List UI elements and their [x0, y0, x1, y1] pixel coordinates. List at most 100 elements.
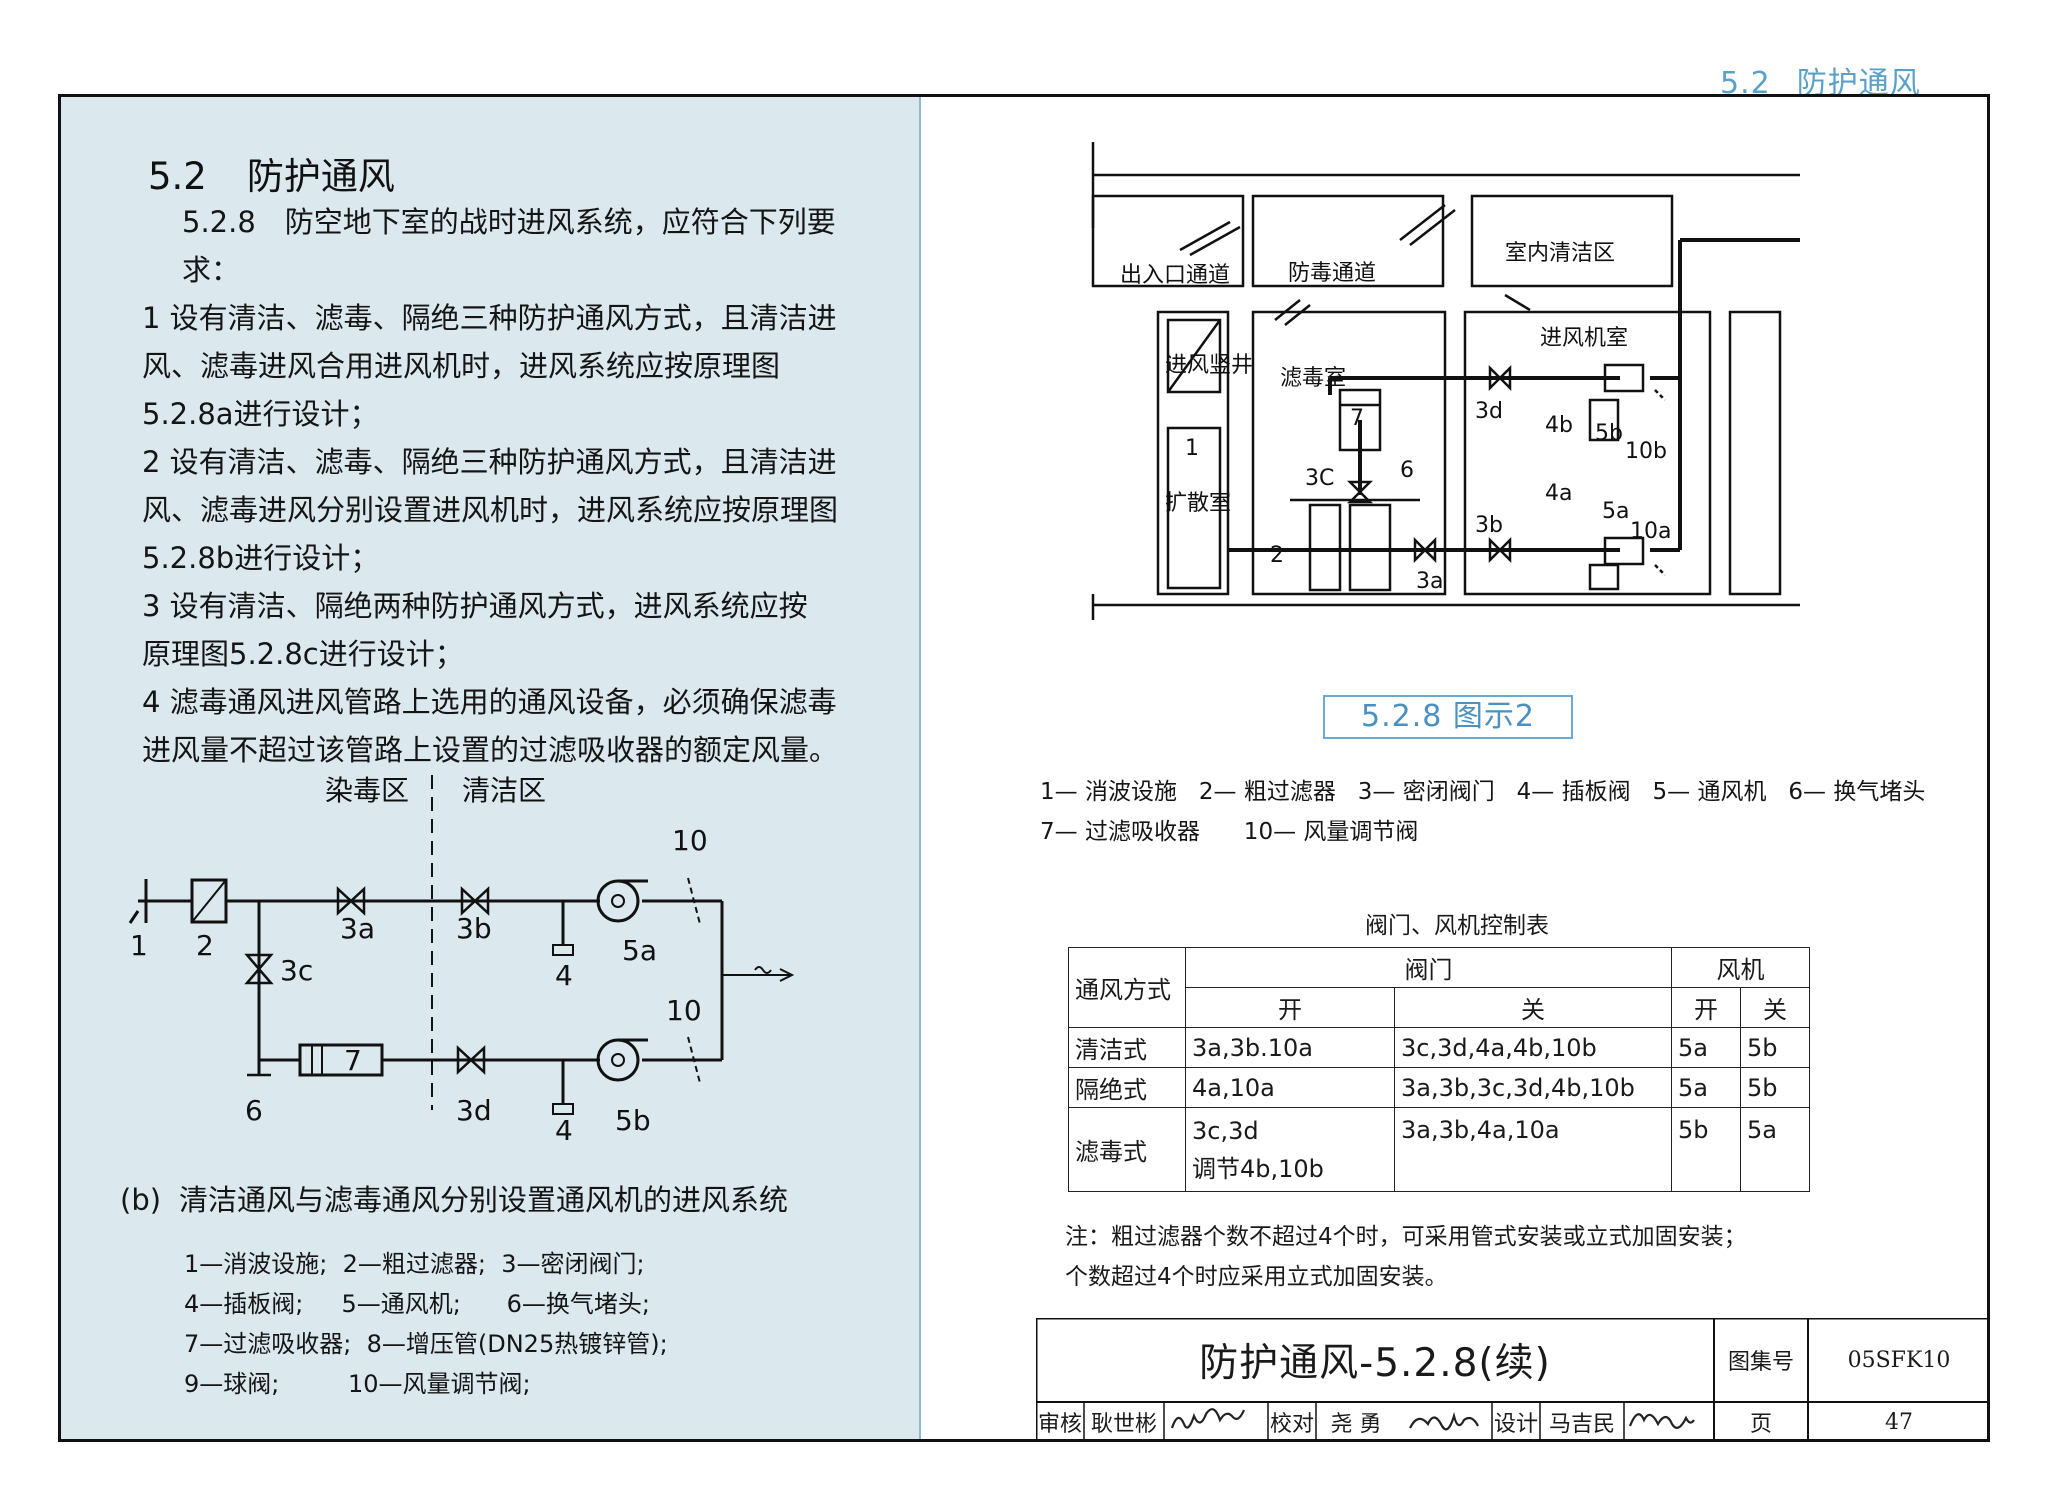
paragraph-line: 进风量不超过该管路上设置的过滤吸收器的额定风量。	[142, 733, 839, 767]
room-filter: 滤毒室	[1280, 366, 1346, 391]
paragraph-line: 风、滤毒进风合用进风机时，进风系统应按原理图	[142, 349, 781, 383]
title-block-grid	[1036, 1318, 1990, 1442]
design-label: 设计	[1493, 1412, 1538, 1437]
drawing-frame	[58, 94, 1990, 1442]
installation-note: 注：粗过滤器个数不超过4个时，可采用管式安装或立式加固安装； 个数超过4个时应采…	[1065, 1217, 1747, 1297]
legend-line: 1—消波设施; 2—粗过滤器; 3—密闭阀门;	[184, 1250, 645, 1278]
cell-fan-on: 5a	[1671, 1067, 1741, 1108]
valve-3d	[456, 1045, 486, 1075]
room-clean: 室内清洁区	[1505, 241, 1615, 266]
check-label: 校对	[1269, 1412, 1314, 1437]
plan-fan-5a	[1603, 536, 1645, 566]
plan-filter-absorber	[1338, 388, 1382, 452]
page-number: 47	[1885, 1409, 1913, 1435]
gate-valve-bottom	[552, 1103, 574, 1115]
plan-label-4a: 4a	[1545, 481, 1572, 506]
plan-legend: 1— 消波设施 2— 粗过滤器 3— 密闭阀门 4— 插板阀 5— 通风机 6—…	[1040, 772, 1925, 852]
header-fan-close: 关	[1740, 987, 1810, 1028]
plan-label-6: 6	[1400, 458, 1414, 483]
cell-open: 4a,10a	[1185, 1067, 1395, 1108]
cell-open: 3a,3b.10a	[1185, 1027, 1395, 1068]
cell-close: 3a,3b,3c,3d,4b,10b	[1394, 1067, 1672, 1108]
plan-label-3b: 3b	[1475, 513, 1503, 538]
valve-3b	[460, 886, 490, 916]
diagram-legend: 1—消波设施; 2—粗过滤器; 3—密闭阀门; 4—插板阀; 5—通风机; 6—…	[184, 1244, 668, 1404]
cell-fan-on: 5a	[1671, 1027, 1741, 1068]
control-table: 通风方式 阀门 风机 开 关 开 关 清洁式 3a,3b.10a 3c,3d,4…	[1068, 947, 1810, 1192]
table-row: 清洁式 3a,3b.10a 3c,3d,4a,4b,10b 5a 5b	[1068, 1027, 1810, 1068]
atlas-label: 图集号	[1727, 1350, 1794, 1375]
fan-5a	[596, 879, 640, 923]
designer-name: 马吉民	[1548, 1412, 1615, 1437]
table-title: 阀门、风机控制表	[1365, 913, 1549, 939]
cell-open-line: 3c,3d	[1192, 1116, 1259, 1145]
caption-label: (b)	[120, 1183, 162, 1217]
room-fan-wall	[1463, 310, 1712, 596]
cell-close: 3c,3d,4a,4b,10b	[1394, 1027, 1672, 1068]
requirements-text: 5.2.8 防空地下室的战时进风系统，应符合下列要求： 1 设有清洁、滤毒、隔绝…	[142, 198, 872, 774]
note-line: 注：粗过滤器个数不超过4个时，可采用管式安装或立式加固安装；	[1065, 1224, 1747, 1250]
paragraph-line: 原理图5.2.8c进行设计；	[142, 637, 464, 671]
plan-fan-5b	[1603, 363, 1645, 393]
plan-label-7: 7	[1350, 406, 1364, 431]
page-label: 页	[1749, 1412, 1772, 1437]
legend-line: 7—过滤吸收器; 8—增压管(DN25热镀锌管);	[184, 1330, 668, 1358]
cell-mode: 清洁式	[1068, 1027, 1186, 1068]
legend-line: 7— 过滤吸收器 10— 风量调节阀	[1040, 819, 1419, 845]
room-filter-wall	[1251, 310, 1447, 596]
room-entrance-wall	[1091, 194, 1245, 288]
legend-line: 1— 消波设施 2— 粗过滤器 3— 密闭阀门 4— 插板阀 5— 通风机 6—…	[1040, 779, 1926, 805]
cell-open-line: 调节4b,10b	[1192, 1154, 1324, 1183]
gate-valve-top	[552, 944, 574, 956]
reviewer-signature	[1170, 1408, 1246, 1429]
plan-label-1: 1	[1185, 436, 1199, 461]
paragraph-line: 5.2.8 防空地下室的战时进风系统，应符合下列要求：	[182, 205, 836, 287]
paragraph-line: 4 滤毒通风进风管路上选用的通风设备，必须确保滤毒	[142, 685, 837, 719]
header-fan-open: 开	[1671, 987, 1741, 1028]
table-row: 隔绝式 4a,10a 3a,3b,3c,3d,4b,10b 5a 5b	[1068, 1067, 1810, 1108]
label-5a: 5a	[622, 934, 657, 967]
legend-line: 9—球阀; 10—风量调节阀;	[184, 1370, 531, 1398]
review-label: 审核	[1037, 1412, 1082, 1437]
valve-3a	[336, 886, 366, 916]
cell-fan-off: 5b	[1740, 1067, 1810, 1108]
label-3c: 3c	[280, 954, 313, 987]
paragraph-line: 1 设有清洁、滤毒、隔绝三种防护通风方式，且清洁进	[142, 301, 837, 335]
plan-label-5a: 5a	[1602, 499, 1629, 524]
plan-label-10a: 10a	[1630, 519, 1671, 544]
paragraph-line: 3 设有清洁、隔绝两种防护通风方式，进风系统应按	[142, 589, 808, 623]
reviewer-name: 耿世彬	[1090, 1412, 1157, 1437]
plan-label-3a: 3a	[1416, 569, 1443, 594]
cell-fan-off: 5a	[1740, 1107, 1810, 1192]
room-antigas: 防毒通道	[1288, 261, 1376, 286]
label-2: 2	[196, 929, 214, 962]
room-antigas-wall	[1251, 194, 1445, 288]
cell-mode: 隔绝式	[1068, 1067, 1186, 1108]
plan-label-4b: 4b	[1545, 413, 1573, 438]
label-7: 7	[344, 1044, 362, 1077]
principle-diagram: 染毒区 清洁区 1 2 3a 3b 3c 3d 4 4 5a 5b 6 7 10…	[128, 774, 795, 1140]
label-3d: 3d	[456, 1094, 492, 1127]
plan-label-3d: 3d	[1475, 399, 1503, 424]
atlas-number: 05SFK10	[1847, 1347, 1951, 1373]
room-fan: 进风机室	[1540, 326, 1628, 351]
floor-plan: 出入口通道 防毒通道 室内清洁区 进风竖井 滤毒室 进风机室 扩散室 1 2 3…	[1091, 142, 1800, 620]
plan-label-5b: 5b	[1595, 421, 1623, 446]
label-6: 6	[245, 1094, 263, 1127]
table-subheader-row: 开 关 开 关	[1069, 987, 1810, 1028]
checker-name: 尧 勇	[1330, 1412, 1382, 1437]
cell-mode: 滤毒式	[1068, 1107, 1186, 1192]
label-10-top: 10	[672, 824, 708, 857]
room-entrance: 出入口通道	[1120, 263, 1230, 288]
section-title: 防护通风	[246, 155, 395, 198]
header-mode: 通风方式	[1068, 947, 1186, 1028]
section-number: 5.2	[148, 155, 207, 198]
figure-label: 5.2.8 图示2	[1323, 695, 1573, 739]
text-panel	[61, 97, 919, 1439]
header-fan: 风机	[1671, 947, 1810, 988]
valve-3c	[244, 953, 274, 985]
panel-divider	[919, 97, 921, 1439]
zone-label-contaminated: 染毒区	[325, 774, 409, 807]
header-valve: 阀门	[1185, 947, 1672, 988]
cell-open: 3c,3d 调节4b,10b	[1185, 1107, 1395, 1192]
